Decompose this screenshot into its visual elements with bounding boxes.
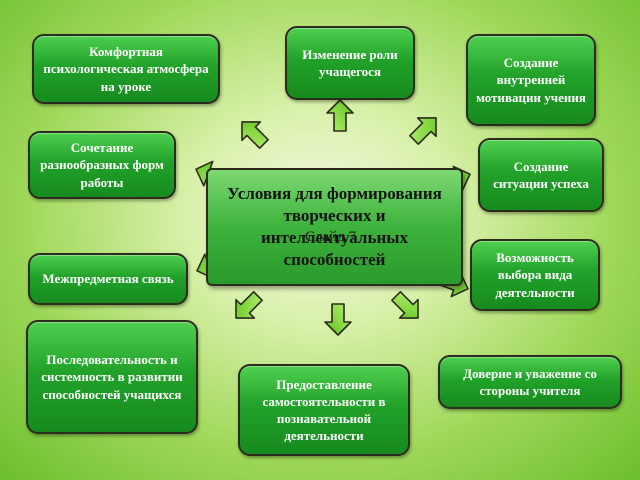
- trust-box: Доверие и уважение со стороны учителя: [438, 355, 622, 409]
- interdisciplinary-box: Межпредметная связь: [28, 253, 188, 305]
- center-title: Условия для формирования творческих и ин…: [206, 168, 463, 286]
- arrow-to-consistency: [235, 291, 263, 319]
- comfort-box: Комфортная психологическая атмосфера на …: [32, 34, 220, 104]
- arrow-to-motivation: [409, 117, 437, 145]
- consistency-box: Последовательность и системность в разви…: [26, 320, 198, 434]
- independence-box: Предоставление самостоятельности в позна…: [238, 364, 410, 456]
- choice-box: Возможность выбора вида деятельности: [470, 239, 600, 311]
- arrow-to-comfort: [241, 121, 269, 149]
- arrow-to-independence: [324, 303, 352, 336]
- arrow-to-role: [326, 99, 354, 132]
- success-box: Создание ситуации успеха: [478, 138, 604, 212]
- role-box: Изменение роли учащегося: [285, 26, 415, 100]
- motivation-box: Создание внутренней мотивации учения: [466, 34, 596, 126]
- forms-box: Сочетание разнообразных форм работы: [28, 131, 176, 199]
- arrow-to-trust: [391, 291, 419, 319]
